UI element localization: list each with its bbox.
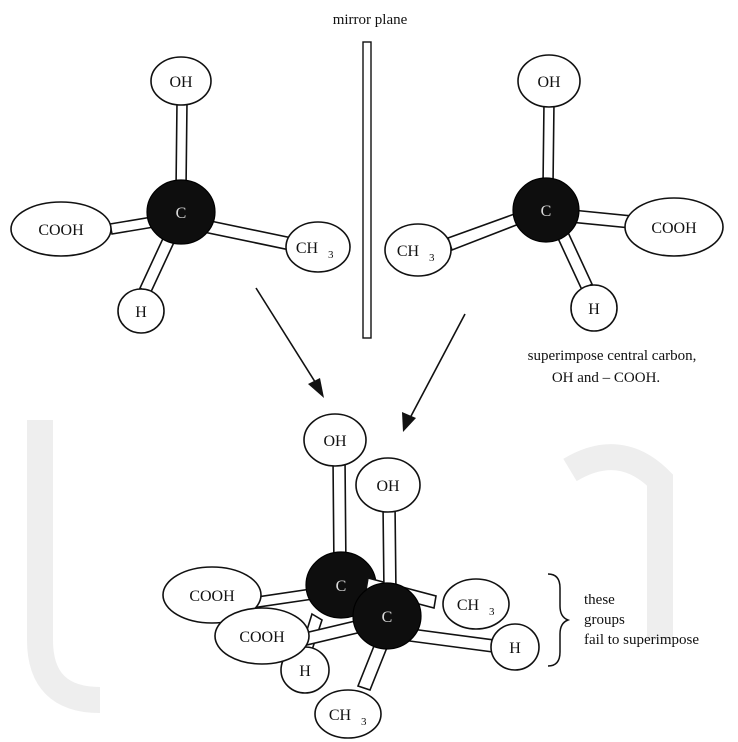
back-h-label: H <box>299 663 311 680</box>
arrow-left <box>255 287 324 398</box>
front-ch3-atom <box>314 689 382 739</box>
overlay-molecules: OH COOH H C OH CH 3 COOH H CH 3 C <box>162 413 540 739</box>
front-ch3-label: CH <box>329 707 352 724</box>
superimpose-caption-line1: superimpose central carbon, <box>528 348 697 364</box>
back-ch3-atom <box>442 578 510 630</box>
front-cooh-atom <box>214 607 310 665</box>
left-ch3-label: CH <box>296 240 319 257</box>
bond-right-ch3 <box>446 210 526 252</box>
left-h-atom <box>117 288 165 334</box>
molecule-right: OH CH 3 COOH H C <box>384 54 724 332</box>
front-cooh-label: COOH <box>239 629 285 646</box>
back-cooh-atom <box>162 566 262 624</box>
arrow-right <box>402 313 466 432</box>
watermark <box>27 420 673 713</box>
bond-right-oh <box>542 101 555 187</box>
note-line2: groups <box>584 612 625 628</box>
front-h-label: H <box>509 640 521 657</box>
back-ch3-subscript: 3 <box>489 606 495 618</box>
left-ch3-atom <box>285 221 351 273</box>
right-oh-label: OH <box>537 74 561 91</box>
back-oh-atom <box>303 413 367 467</box>
brace <box>547 573 571 667</box>
right-ch3-label: CH <box>397 243 420 260</box>
front-h-atom <box>490 623 540 671</box>
left-carbon-atom <box>146 179 216 245</box>
left-ch3-subscript: 3 <box>328 249 334 261</box>
back-cooh-label: COOH <box>189 588 235 605</box>
back-ch3-label: CH <box>457 597 480 614</box>
right-carbon-atom <box>512 177 580 243</box>
left-oh-atom <box>150 56 212 106</box>
left-carbon-label: C <box>176 205 187 222</box>
front-carbon-label: C <box>382 609 393 626</box>
right-cooh-label: COOH <box>651 220 697 237</box>
front-ch3-subscript: 3 <box>361 716 367 728</box>
molecule-left: OH COOH CH 3 H C <box>10 56 351 334</box>
back-carbon-label: C <box>336 578 347 595</box>
front-oh-atom <box>355 457 421 513</box>
right-h-label: H <box>588 301 600 318</box>
bond-front-oh <box>382 503 397 595</box>
front-carbon-atom <box>352 582 422 650</box>
left-cooh-atom <box>10 201 112 257</box>
note-line1: these <box>584 592 615 608</box>
right-oh-atom <box>517 54 581 108</box>
right-h-atom <box>570 284 618 332</box>
left-h-label: H <box>135 304 147 321</box>
bond-left-oh <box>175 101 188 191</box>
mirror-plane: mirror plane <box>333 12 408 339</box>
front-oh-label: OH <box>376 478 400 495</box>
left-oh-label: OH <box>169 74 193 91</box>
note-line3: fail to superimpose <box>584 632 699 648</box>
right-ch3-atom <box>384 223 452 277</box>
superimpose-caption-line2: OH and – COOH. <box>552 370 660 386</box>
right-carbon-label: C <box>541 203 552 220</box>
left-cooh-label: COOH <box>38 222 84 239</box>
right-cooh-atom <box>624 197 724 257</box>
back-oh-label: OH <box>323 433 347 450</box>
mirror-plane-label: mirror plane <box>333 12 408 28</box>
right-ch3-subscript: 3 <box>429 252 435 264</box>
